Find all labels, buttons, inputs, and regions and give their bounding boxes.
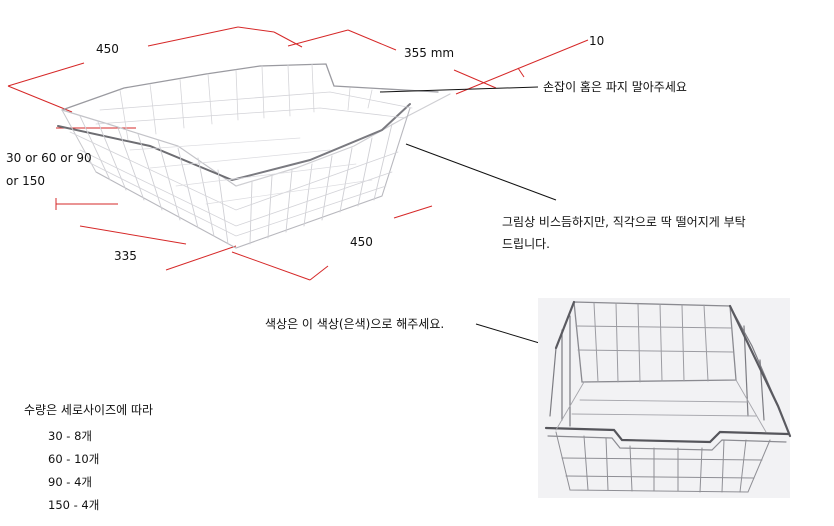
top-width-label: 450	[96, 42, 119, 56]
basket-wire-illustration	[57, 63, 451, 249]
color-note: 색상은 이 색상(은색)으로 해주세요.	[265, 317, 445, 331]
quantity-title: 수량은 세로사이즈에 따라	[24, 403, 154, 417]
quantity-row: 60 - 10개	[48, 452, 100, 466]
height-label-line1: 30 or 60 or 90	[6, 151, 92, 165]
quantity-row: 150 - 4개	[48, 498, 100, 512]
edge-note-line1: 그림상 비스듬하지만, 직각으로 딱 떨어지게 부탁	[502, 215, 746, 229]
top-depth-label: 355 mm	[404, 46, 455, 60]
quantity-row: 90 - 4개	[48, 475, 92, 489]
height-label-line2: or 150	[6, 174, 45, 188]
bottom-depth-label: 335	[114, 249, 137, 263]
bottom-width-label: 450	[350, 235, 373, 249]
rim-gap-label: 10	[589, 34, 605, 48]
silver-basket-photo	[538, 298, 792, 498]
edge-note-line2: 드립니다.	[502, 237, 550, 251]
handle-note: 손잡이 홈은 파지 말아주세요	[543, 80, 687, 94]
quantity-row: 30 - 8개	[48, 429, 92, 443]
